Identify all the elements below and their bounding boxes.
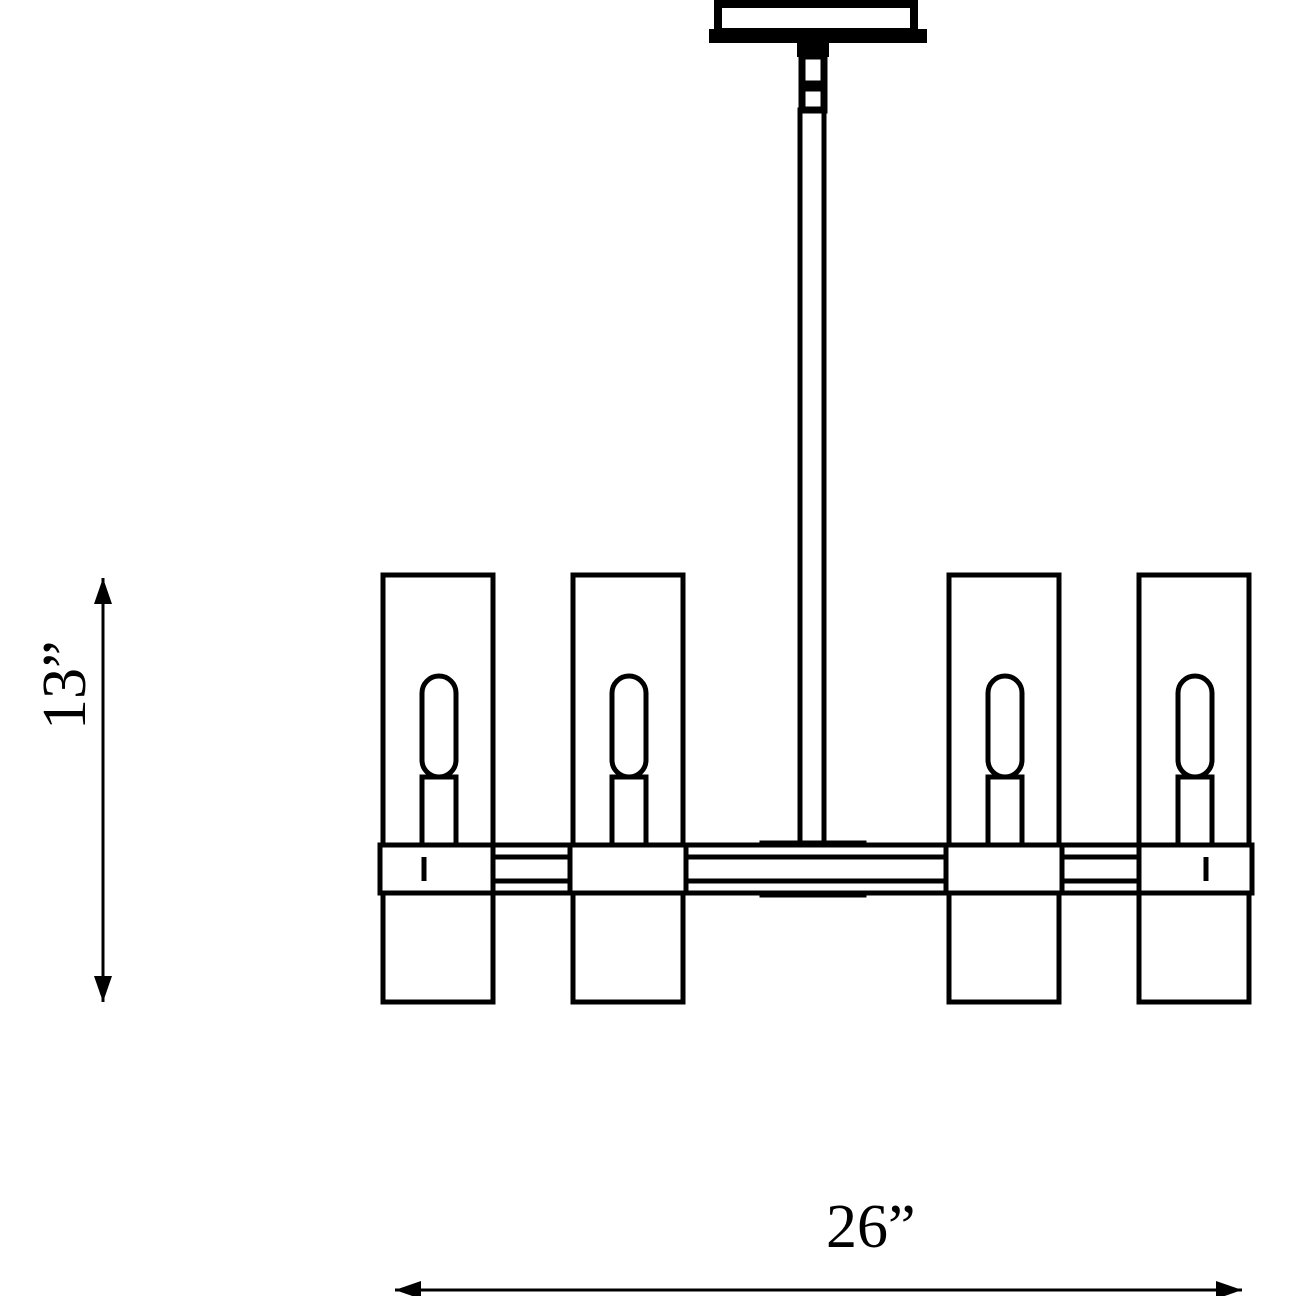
shade-1-socket-block xyxy=(377,842,496,896)
shade-2-socket-block xyxy=(567,842,689,896)
ceiling-canopy-group xyxy=(709,0,927,43)
vertical-stem-group xyxy=(797,107,827,853)
arm-bar-inner xyxy=(421,854,1209,884)
connector-segment-upper xyxy=(798,52,828,88)
height-dimension-arrow-top xyxy=(94,578,112,604)
width-dimension-arrow-left xyxy=(395,1281,421,1296)
shade-2-bulb xyxy=(609,673,649,780)
shade-3-socket-block xyxy=(943,842,1065,896)
shade-3-glass xyxy=(946,572,1062,1005)
canopy-plate xyxy=(709,29,927,43)
arm-bar-group xyxy=(377,842,1255,896)
bulb-socket-group xyxy=(419,673,1215,848)
arm-bar-inner-detail-group xyxy=(421,857,1209,881)
shade-1-glass xyxy=(380,572,496,1005)
dimension-lines-group xyxy=(94,578,1242,1296)
shade-4-glass xyxy=(1136,572,1252,1005)
height-dimension-arrow-bottom xyxy=(94,976,112,1002)
shade-1-bulb xyxy=(419,673,459,780)
connector-segment-lower xyxy=(798,84,828,114)
shade-3-bulb xyxy=(985,673,1025,780)
canopy-mount-box xyxy=(714,0,918,36)
shade-glass-group xyxy=(380,572,1252,1005)
shade-3-socket xyxy=(985,774,1025,848)
socket-block-group xyxy=(377,842,1255,896)
shade-4-bulb xyxy=(1175,673,1215,780)
shade-4-socket-block xyxy=(1136,842,1255,896)
stem-connector-group xyxy=(797,41,829,114)
shade-2-glass xyxy=(570,572,686,1005)
shade-4-socket xyxy=(1175,774,1215,848)
shade-2-socket xyxy=(609,774,649,848)
width-dimension-arrow-right xyxy=(1216,1281,1242,1296)
shade-1-socket xyxy=(419,774,459,848)
width-dimension-label: 26” xyxy=(826,1193,916,1261)
height-dimension-label: 13” xyxy=(31,640,99,730)
vertical-stem xyxy=(797,107,827,853)
